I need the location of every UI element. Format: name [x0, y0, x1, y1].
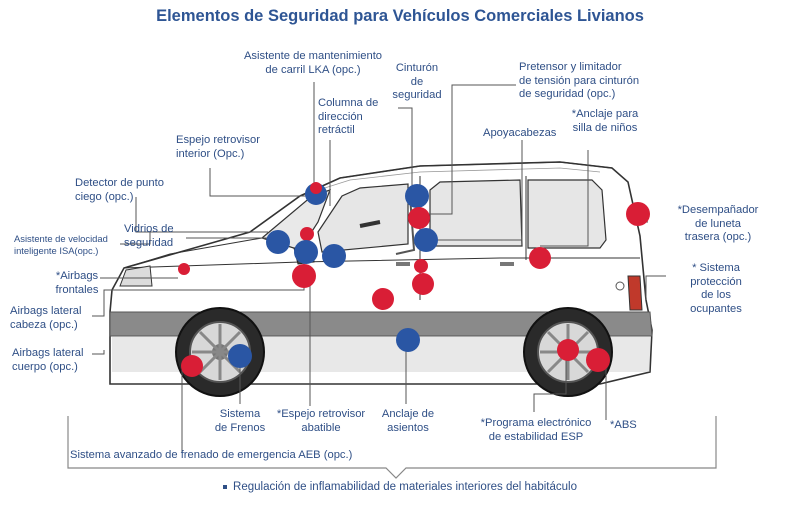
marker-anclaje-ninos	[529, 247, 551, 269]
marker-seat-red2	[412, 273, 434, 295]
rear-window	[527, 179, 607, 249]
marker-pretensor	[408, 207, 430, 229]
leader-lines	[92, 82, 666, 452]
marker-abs	[586, 348, 610, 372]
bottom-note: Regulación de inflamabilidad de material…	[0, 481, 800, 493]
marker-aeb	[181, 355, 203, 377]
marker-esp	[557, 339, 579, 361]
middle-window	[429, 179, 523, 247]
label-abs: *ABS	[610, 419, 637, 431]
marker-desempanador	[626, 202, 650, 226]
marker-airbag-cabeza	[292, 264, 316, 288]
label-apoyacabezas: Apoyacabezas	[483, 127, 557, 139]
label-aeb: Sistema avanzado de frenado de emergenci…	[70, 449, 353, 461]
page-title: Elementos de Seguridad para Vehículos Co…	[156, 7, 644, 25]
marker-columna	[322, 244, 346, 268]
bottom-note-text: Regulación de inflamabilidad de material…	[233, 481, 577, 493]
marker-lka-red	[310, 182, 322, 194]
tail-light	[627, 275, 643, 311]
marker-isa	[266, 230, 290, 254]
marker-seat-red3	[372, 288, 394, 310]
marker-seat-red1	[414, 259, 428, 273]
marker-cinturon	[405, 184, 429, 208]
marker-frenos	[228, 344, 252, 368]
marker-airbag-front	[294, 240, 318, 264]
marker-espejo-interior	[300, 227, 314, 241]
marker-apoyacabezas	[414, 228, 438, 252]
marker-detector	[178, 263, 190, 275]
bullet-icon	[223, 484, 228, 489]
headlight	[119, 265, 153, 287]
front-window	[317, 183, 409, 253]
marker-anclaje-asientos	[396, 328, 420, 352]
safety-markers	[178, 182, 650, 377]
bottom-bracket	[67, 416, 717, 479]
